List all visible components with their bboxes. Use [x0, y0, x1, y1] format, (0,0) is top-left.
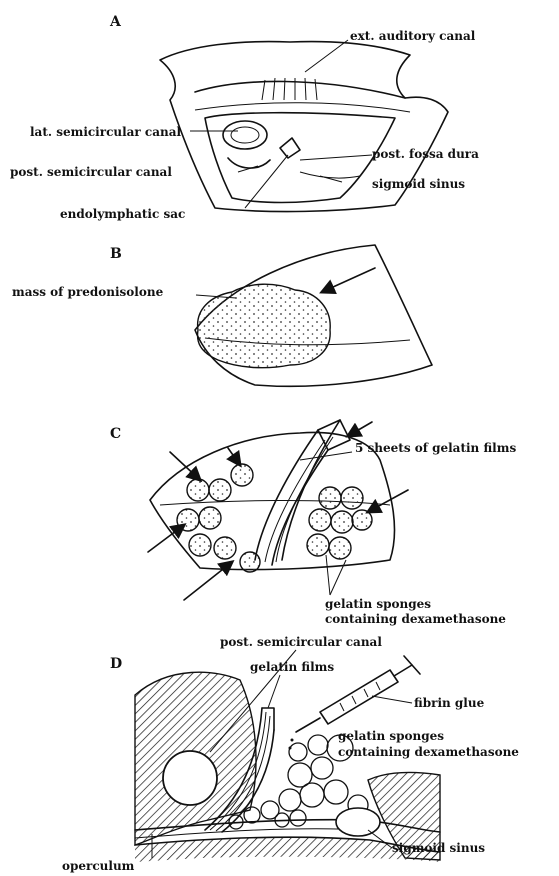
- label-gelatin-sponges-d-line2: containing dexamethasone: [338, 745, 519, 759]
- label-post-semicircular-canal-d: post. semicircular canal: [220, 635, 382, 649]
- panel-c: C: [110, 420, 516, 626]
- panel-b: B mass of predonisolone: [12, 245, 432, 386]
- label-sigmoid-sinus-d: sigmoid sinus: [392, 841, 485, 855]
- label-endolymphatic-sac: endolymphatic sac: [60, 207, 185, 221]
- label-gelatin-sponges-d-line1: gelatin sponges: [338, 729, 444, 743]
- panel-d-letter: D: [110, 656, 122, 672]
- panel-c-letter: C: [110, 426, 121, 442]
- label-lat-semicircular-canal: lat. semicircular canal: [30, 125, 182, 139]
- post-semicircular-canal-lumen: [163, 751, 217, 805]
- label-ext-auditory-canal: ext. auditory canal: [350, 29, 476, 43]
- panel-d: D: [62, 635, 519, 873]
- label-gelatin-sponges-c-line1: gelatin sponges: [325, 597, 431, 611]
- label-mass-of-predonisolone: mass of predonisolone: [12, 285, 164, 299]
- label-sigmoid-sinus-a: sigmoid sinus: [372, 177, 465, 191]
- sigmoid-sinus: [336, 808, 380, 836]
- label-operculum: operculum: [62, 859, 135, 873]
- label-gelatin-films-d: gelatin films: [250, 660, 334, 674]
- label-post-fossa-dura: post. fossa dura: [372, 147, 479, 161]
- label-gelatin-sponges-c-line2: containing dexamethasone: [325, 612, 506, 626]
- label-post-semicircular-canal-a: post. semicircular canal: [10, 165, 172, 179]
- label-fibrin-glue: fibrin glue: [414, 696, 485, 710]
- panel-a: A ext. auditory canal lat.: [10, 14, 479, 221]
- panel-b-letter: B: [110, 246, 122, 262]
- panel-a-letter: A: [109, 14, 122, 30]
- label-gelatin-films-stack: 5 sheets of gelatin films: [355, 441, 516, 455]
